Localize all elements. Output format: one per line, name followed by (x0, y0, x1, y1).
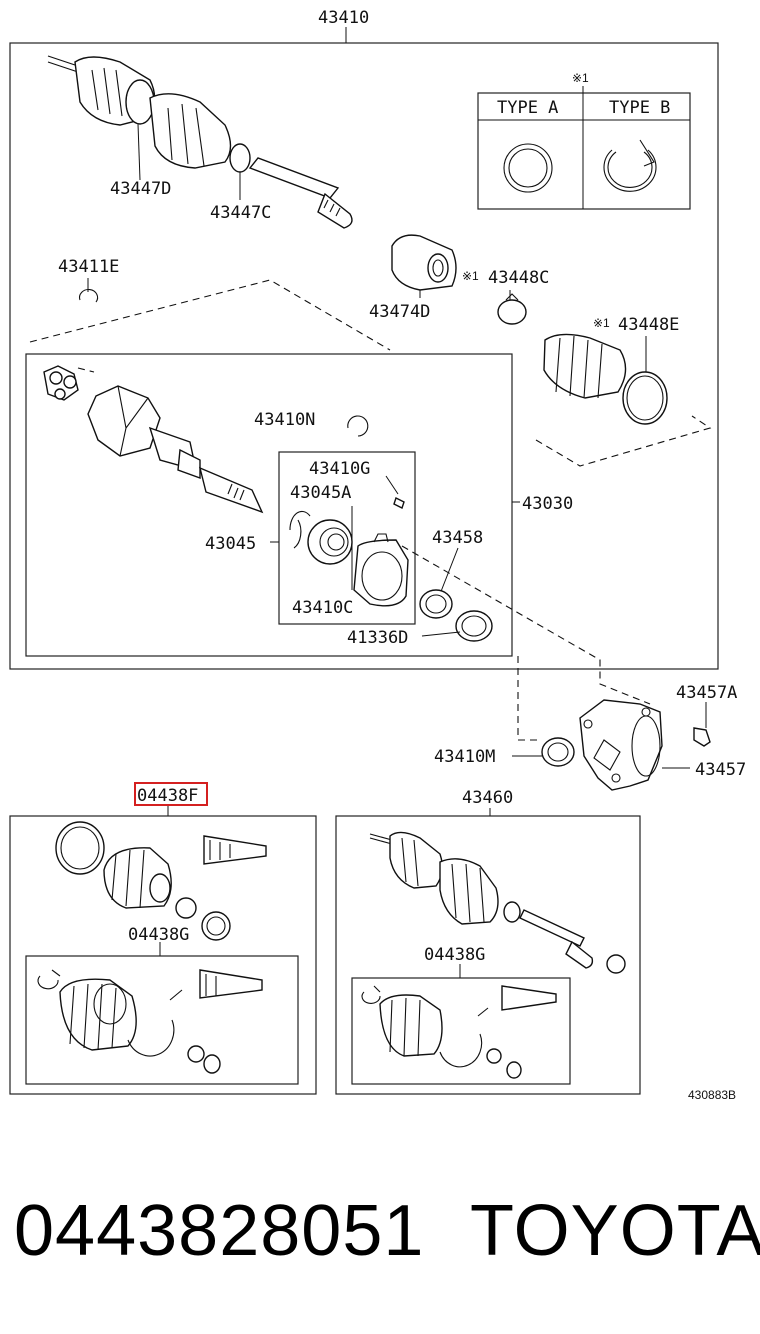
label-diagram-code: 430883B (688, 1088, 736, 1102)
label-inner-kit-a: 43045A (290, 483, 351, 503)
label-boot-clamp-c: 43448C (488, 268, 549, 288)
label-type-a: TYPE A (497, 98, 558, 118)
label-joint-outer-d: 43447D (110, 179, 171, 199)
label-inner-kit: 43045 (205, 534, 256, 554)
label-joint-outer-c: 43447C (210, 203, 271, 223)
axle-assy-drawing (369, 831, 626, 974)
damper-drawing (391, 234, 457, 291)
assembly-frame (9, 42, 719, 670)
label-seal-d: 41336D (347, 628, 408, 648)
clamp-type-table: TYPE A TYPE B (477, 92, 691, 210)
boot-kit-g-frame-2 (351, 977, 571, 1085)
label-assembly-main: 43410 (318, 8, 369, 28)
outer-shaft-drawing (47, 55, 353, 229)
boot-kit-f-drawing (55, 821, 267, 941)
bracket-drawing (579, 699, 663, 791)
label-damper: 43474D (369, 302, 430, 322)
label-boot-c: 43410C (292, 598, 353, 618)
boot-kit-g-drawing-2 (361, 985, 557, 1079)
label-inner-assy: 43030 (522, 494, 573, 514)
label-boot-kit-g-2: 04438G (424, 945, 485, 965)
label-clamp-e-prefix: ※1 (593, 316, 610, 330)
axle-assy-frame (335, 815, 641, 1095)
label-bracket: 43457 (695, 760, 746, 780)
label-boot-kit-g-1: 04438G (128, 925, 189, 945)
footer-brand: TOYOTA (470, 1191, 760, 1271)
label-type-b: TYPE B (609, 98, 670, 118)
label-seal-m: 43410M (434, 747, 495, 767)
label-clip-e: 43411E (58, 257, 119, 277)
label-snap-ring-n: 43410N (254, 410, 315, 430)
footer-part-number: 0443828051 (14, 1191, 425, 1271)
label-boot-clamp-e: 43448E (618, 315, 679, 335)
label-axle-assy: 43460 (462, 788, 513, 808)
inner-shaft-drawing (43, 365, 264, 514)
label-boot-kit-inner: 04438F (137, 786, 198, 806)
boot-kit-g-frame-1 (25, 955, 299, 1085)
label-clamp-c-prefix: ※1 (462, 269, 479, 283)
label-ring-458: 43458 (432, 528, 483, 548)
inner-bearing-drawing (289, 510, 409, 607)
boot-kit-frame (9, 815, 317, 1095)
boot-kit-g-drawing-1 (37, 969, 263, 1074)
label-pin-g: 43410G (309, 459, 370, 479)
inner-assembly-frame (25, 353, 513, 657)
label-bolt-a: 43457A (676, 683, 737, 703)
label-note-mark: ※1 (572, 71, 589, 85)
highlight-box (134, 782, 208, 806)
sub-kit-frame (278, 451, 416, 625)
inner-boot-drawing (543, 333, 668, 425)
